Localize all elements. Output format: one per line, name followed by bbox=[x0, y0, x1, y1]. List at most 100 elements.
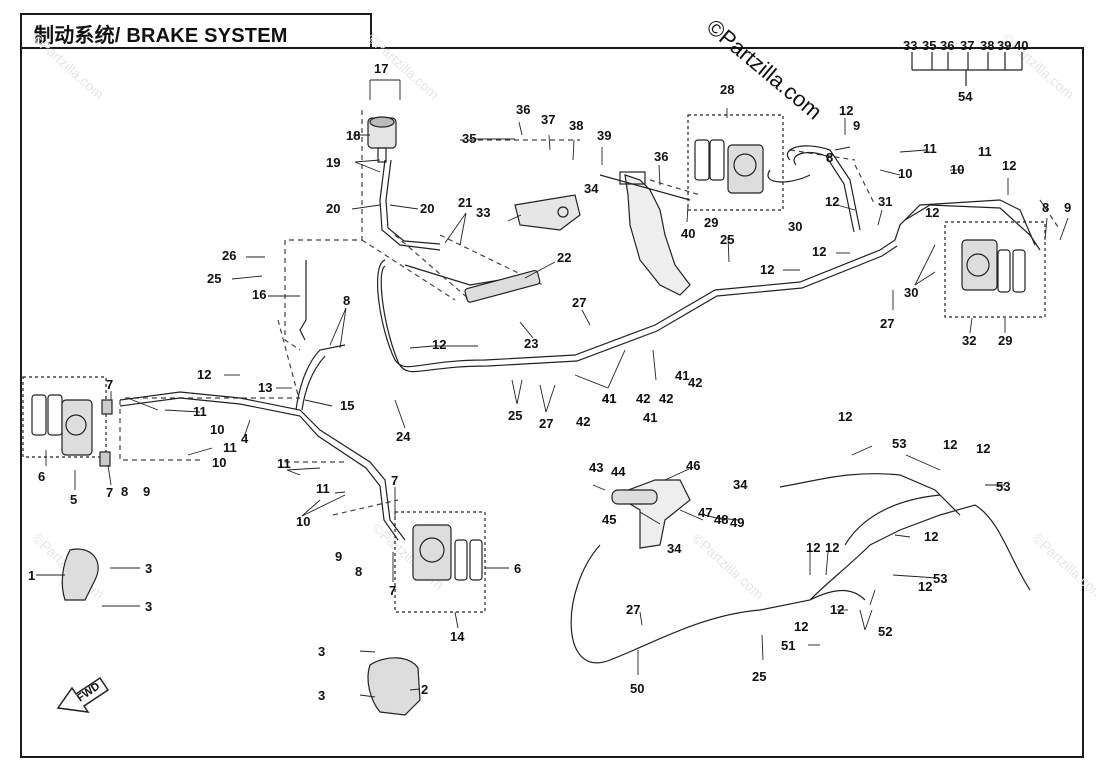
ref-label-35: 35 bbox=[922, 38, 936, 53]
callout-49: 49 bbox=[730, 515, 744, 530]
callout-10: 10 bbox=[212, 455, 226, 470]
rear-caliper-assembly bbox=[394, 511, 486, 613]
brake-pedal bbox=[599, 171, 691, 296]
callout-9: 9 bbox=[143, 484, 150, 499]
guard-1 bbox=[61, 548, 99, 601]
diagram-frame bbox=[20, 47, 1084, 758]
callout-46: 46 bbox=[686, 458, 700, 473]
callout-12: 12 bbox=[760, 262, 774, 277]
callout-19: 19 bbox=[326, 155, 340, 170]
callout-34: 34 bbox=[584, 181, 599, 196]
callout-12: 12 bbox=[806, 540, 820, 555]
callout-7: 7 bbox=[106, 485, 113, 500]
callout-6: 6 bbox=[38, 469, 45, 484]
callout-50: 50 bbox=[630, 681, 644, 696]
callout-45: 45 bbox=[602, 512, 616, 527]
ref-label-38: 38 bbox=[980, 38, 994, 53]
callout-23: 23 bbox=[524, 336, 538, 351]
callout-44: 44 bbox=[611, 464, 626, 479]
callout-20: 20 bbox=[326, 201, 340, 216]
callout-32: 32 bbox=[962, 333, 976, 348]
callout-12: 12 bbox=[825, 540, 839, 555]
callout-25: 25 bbox=[207, 271, 221, 286]
callout-22: 22 bbox=[557, 250, 571, 265]
callout-10: 10 bbox=[950, 162, 964, 177]
callout-38: 38 bbox=[569, 118, 583, 133]
callout-27: 27 bbox=[880, 316, 894, 331]
forward-arrow-icon: FWD bbox=[56, 676, 110, 713]
callout-7: 7 bbox=[106, 377, 113, 392]
callout-10: 10 bbox=[210, 422, 224, 437]
callout-36: 36 bbox=[516, 102, 530, 117]
callout-20: 20 bbox=[420, 201, 434, 216]
callout-3: 3 bbox=[318, 644, 325, 659]
caliper-assembly-28 bbox=[687, 114, 784, 211]
callout-29: 29 bbox=[998, 333, 1012, 348]
ref-label-36: 36 bbox=[940, 38, 954, 53]
callout-13: 13 bbox=[258, 380, 272, 395]
callout-12: 12 bbox=[839, 103, 853, 118]
callout-3: 3 bbox=[145, 561, 152, 576]
callout-11: 11 bbox=[923, 141, 937, 156]
callout-27: 27 bbox=[626, 602, 640, 617]
callout-12: 12 bbox=[432, 337, 446, 352]
callout-8: 8 bbox=[121, 484, 128, 499]
callout-8: 8 bbox=[1042, 200, 1049, 215]
ref-label-37: 37 bbox=[960, 38, 974, 53]
callout-14: 14 bbox=[450, 629, 465, 644]
callout-26: 26 bbox=[222, 248, 236, 263]
callout-12: 12 bbox=[1002, 158, 1016, 173]
callout-2: 2 bbox=[421, 682, 428, 697]
callout-41: 41 bbox=[602, 391, 616, 406]
callout-28: 28 bbox=[720, 82, 734, 97]
callout-17: 17 bbox=[374, 61, 388, 76]
callout-39: 39 bbox=[597, 128, 611, 143]
callout-52: 52 bbox=[878, 624, 892, 639]
callout-18: 18 bbox=[346, 128, 360, 143]
callout-3: 3 bbox=[145, 599, 152, 614]
callout-10: 10 bbox=[898, 166, 912, 181]
callout-7: 7 bbox=[389, 583, 396, 598]
callout-12: 12 bbox=[830, 602, 844, 617]
parking-brake-cable bbox=[570, 473, 1031, 664]
callout-27: 27 bbox=[572, 295, 586, 310]
callout-41: 41 bbox=[602, 391, 616, 406]
ref-label-40: 40 bbox=[1014, 38, 1028, 53]
callout-5: 5 bbox=[70, 492, 77, 507]
dashed-groupings bbox=[119, 110, 1061, 516]
callout-53: 53 bbox=[933, 571, 947, 586]
callout-11: 11 bbox=[223, 440, 237, 455]
callout-48: 48 bbox=[714, 512, 728, 527]
callout-1: 1 bbox=[28, 568, 35, 583]
callout-25: 25 bbox=[508, 408, 522, 423]
callout-36: 36 bbox=[654, 149, 668, 164]
callout-41: 41 bbox=[675, 368, 689, 383]
callout-12: 12 bbox=[925, 205, 939, 220]
callout-25: 25 bbox=[720, 232, 734, 247]
pedal-bracket bbox=[514, 194, 581, 231]
callout-12: 12 bbox=[918, 579, 932, 594]
ref-label-39: 39 bbox=[997, 38, 1011, 53]
callout-53: 53 bbox=[996, 479, 1010, 494]
callout-30: 30 bbox=[788, 219, 802, 234]
callout-10: 10 bbox=[296, 514, 310, 529]
callout-11: 11 bbox=[277, 456, 291, 471]
reference-group-bracket bbox=[911, 52, 1023, 86]
callout-9: 9 bbox=[335, 549, 342, 564]
callout-53: 53 bbox=[892, 436, 906, 451]
callout-43: 43 bbox=[589, 460, 603, 475]
parking-brake-handle bbox=[611, 479, 691, 549]
callout-12: 12 bbox=[838, 409, 852, 424]
callout-51: 51 bbox=[781, 638, 795, 653]
callout-12: 12 bbox=[976, 441, 990, 456]
callout-47: 47 bbox=[698, 505, 712, 520]
callout-40: 40 bbox=[681, 226, 695, 241]
callout-15: 15 bbox=[340, 398, 354, 413]
callout-6: 6 bbox=[514, 561, 521, 576]
callout-11: 11 bbox=[978, 144, 992, 159]
callout-12: 12 bbox=[924, 529, 938, 544]
ref-label-54: 54 bbox=[958, 89, 973, 104]
